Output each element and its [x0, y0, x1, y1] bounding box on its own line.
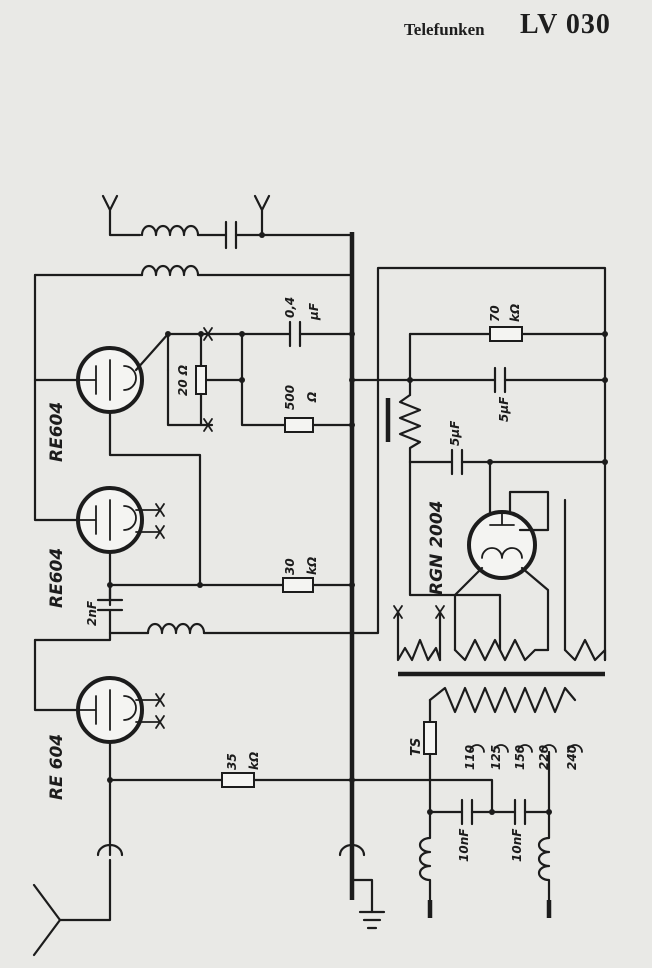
- resistor-30k: [282, 577, 314, 593]
- rectifier-tube: [467, 510, 537, 580]
- tap-110: 110: [463, 745, 477, 770]
- tube-v3-label: RE 604: [47, 734, 67, 800]
- r-30-value: 30: [283, 558, 297, 575]
- antenna-input: [101, 194, 354, 250]
- coupling-coil: [146, 622, 206, 635]
- capacitor-5uf-right: [493, 366, 507, 394]
- r-35-unit: kΩ: [247, 752, 261, 770]
- tube-v1: [76, 346, 202, 587]
- capacitor-10nf-right: [513, 798, 527, 826]
- hum-resistor-label: 20 Ω: [176, 365, 190, 396]
- tube-v2: [76, 486, 144, 607]
- c-10nf-left-label: 10nF: [457, 828, 471, 862]
- tap-sockets[interactable]: [469, 744, 583, 753]
- tap-150: 150: [513, 745, 527, 770]
- rectifier-label: RGN 2004: [427, 500, 447, 595]
- ground-jack: [338, 843, 374, 914]
- r-35-value: 35: [225, 753, 239, 770]
- hum-resistor: [195, 365, 207, 395]
- fuse: [423, 721, 437, 755]
- output-jack: [58, 843, 124, 922]
- secondary-winding-right: [563, 638, 607, 662]
- tap-220: 220: [537, 745, 551, 770]
- filter-choke: [398, 393, 422, 464]
- c-5uf-left-label: 5µF: [448, 420, 462, 446]
- capacitor-10nf-left: [460, 798, 474, 826]
- tube-v3: [76, 676, 144, 847]
- tube-v2-label: RE604: [47, 548, 67, 608]
- mains-choke-right: [537, 810, 551, 917]
- reaction-coil: [140, 264, 200, 277]
- c-2nf-label: 2nF: [85, 600, 99, 626]
- mains-choke-left: [418, 810, 432, 917]
- secondary-winding-mid: [453, 638, 550, 662]
- resistor-70k: [489, 326, 523, 342]
- resistor-35k: [221, 772, 255, 788]
- model-label: LV 030: [520, 9, 611, 40]
- secondary-winding-left: [396, 610, 442, 662]
- c-10nf-right-label: 10nF: [510, 828, 524, 862]
- output-arrow: [32, 883, 62, 957]
- r-70-value: 70: [488, 305, 502, 322]
- fuse-label: TS: [409, 738, 424, 756]
- r-500-unit: Ω: [305, 392, 319, 403]
- primary-winding: [428, 686, 577, 714]
- resistor-500: [284, 417, 314, 433]
- capacitor-0-4uf: [288, 320, 302, 348]
- r-500-value: 500: [283, 385, 297, 410]
- antenna-capacitor: [224, 220, 238, 250]
- tap-240: 240: [565, 745, 579, 770]
- ground-icon: [358, 910, 386, 930]
- r-70-unit: kΩ: [508, 304, 522, 322]
- c-top-value: 0,4: [283, 297, 297, 318]
- c-5uf-right-label: 5µF: [497, 396, 511, 422]
- tube-v1-label: RE604: [47, 402, 67, 462]
- r-30-unit: kΩ: [305, 557, 319, 575]
- c-top-unit: µF: [307, 302, 321, 321]
- tap-125: 125: [489, 745, 503, 770]
- capacitor-5uf-left: [450, 448, 464, 476]
- brand-label: Telefunken: [404, 20, 485, 39]
